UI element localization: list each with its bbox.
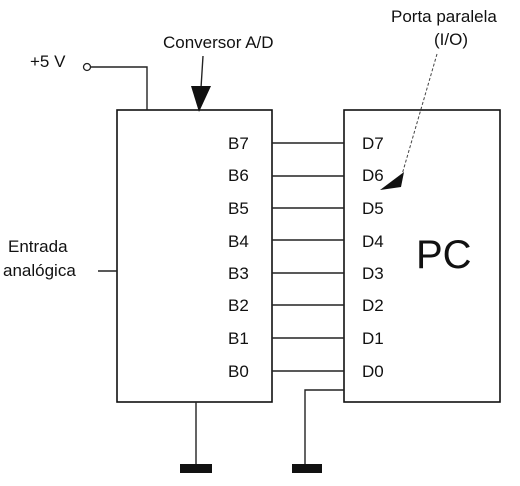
pc-pin-d6: D6 <box>362 166 384 185</box>
pc-pin-d5: D5 <box>362 199 384 218</box>
pc-ground-wire <box>304 389 344 465</box>
adc-pin-b0: B0 <box>228 362 249 381</box>
pc-pin-d0: D0 <box>362 362 384 381</box>
pc-label: PC <box>416 233 472 277</box>
port-label-line1: Porta paralela <box>391 7 497 26</box>
pc-box <box>343 109 501 403</box>
adc-ground-symbol <box>180 464 212 473</box>
pc-pin-d2: D2 <box>362 296 384 315</box>
port-label-line2: (I/O) <box>434 30 468 49</box>
pc-pin-d1: D1 <box>362 329 384 348</box>
pc-pin-labels: D7 D6 D5 D4 D3 D2 D1 D0 <box>362 134 384 381</box>
supply-wire <box>91 66 148 110</box>
input-label-line1: Entrada <box>8 237 68 256</box>
data-bus <box>272 142 344 372</box>
input-label-line2: analógica <box>3 261 76 280</box>
pc-ground-symbol <box>292 464 322 473</box>
port-arrowhead <box>380 172 404 190</box>
adc-pin-b2: B2 <box>228 296 249 315</box>
adc-pin-b3: B3 <box>228 264 249 283</box>
adc-pin-b6: B6 <box>228 166 249 185</box>
adc-pin-b1: B1 <box>228 329 249 348</box>
supply-label: +5 V <box>30 52 66 71</box>
adc-pin-b7: B7 <box>228 134 249 153</box>
pc-pin-d7: D7 <box>362 134 384 153</box>
supply-terminal <box>82 62 92 72</box>
port-arrow-line <box>400 53 438 179</box>
pc-pin-d4: D4 <box>362 232 384 251</box>
adc-pin-b5: B5 <box>228 199 249 218</box>
adc-pin-labels: B7 B6 B5 B4 B3 B2 B1 B0 <box>228 134 249 381</box>
converter-arrow-line <box>200 55 204 89</box>
pc-pin-d3: D3 <box>362 264 384 283</box>
converter-label: Conversor A/D <box>163 33 274 52</box>
converter-arrowhead <box>191 86 211 112</box>
adc-pin-b4: B4 <box>228 232 249 251</box>
adc-box <box>116 109 273 403</box>
